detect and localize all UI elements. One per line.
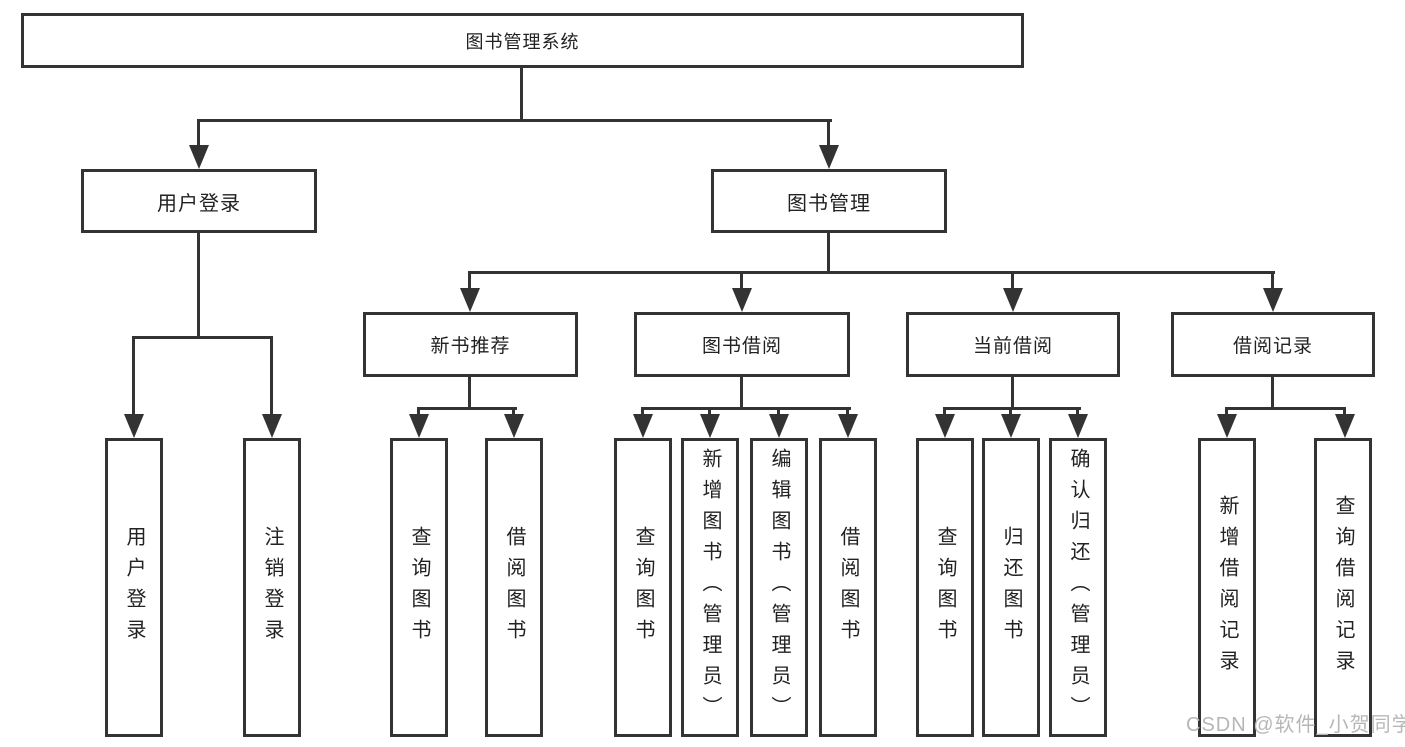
- connector-root-split: [197, 119, 832, 122]
- leaf-label: 借阅图书: [503, 525, 525, 650]
- arrowhead-leaf: [935, 414, 955, 438]
- connector-l2-stem: [1011, 377, 1014, 410]
- arrowhead-leaf: [1068, 414, 1088, 438]
- arrowhead-leaf: [504, 414, 524, 438]
- connector-to-l2-line: [740, 271, 743, 293]
- connector-l2-split: [641, 407, 851, 410]
- connector-to-leaf-line: [512, 407, 515, 419]
- connector-to-leaf-line: [943, 407, 946, 419]
- node-book-management: 图书管理: [711, 169, 947, 233]
- node-root-system: 图书管理系统: [21, 13, 1024, 68]
- arrowhead-user-login: [189, 145, 209, 169]
- connector-book-mgmt-split: [469, 271, 1275, 274]
- arrowhead-leaf: [1217, 414, 1237, 438]
- arrowhead-book-borrow: [732, 288, 752, 312]
- connector-user-login-split: [132, 336, 273, 339]
- node-label: 新书推荐: [430, 336, 511, 357]
- leaf-add-books-admin: 新增图书（管理员）: [681, 438, 739, 737]
- node-label: 图书管理: [787, 192, 871, 215]
- node-user-login: 用户登录: [81, 169, 317, 233]
- connector-to-leaf-line: [708, 407, 711, 419]
- connector-to-leaf-line: [1225, 407, 1228, 419]
- node-label: 当前借阅: [972, 336, 1053, 357]
- connector-l2-split: [943, 407, 1081, 410]
- leaf-label: 用户登录: [123, 525, 145, 650]
- leaf-query-books-recommend: 查询图书: [390, 438, 448, 737]
- connector-root-stem: [520, 68, 523, 122]
- leaf-return-books: 归还图书: [982, 438, 1040, 737]
- leaf-borrow-books: 借阅图书: [819, 438, 877, 737]
- leaf-label: 编辑图书（管理员）: [768, 448, 790, 727]
- leaf-label: 归还图书: [1000, 525, 1022, 650]
- arrowhead-leaf: [1001, 414, 1021, 438]
- arrowhead-book-mgmt: [819, 145, 839, 169]
- connector-to-leaf-line: [417, 407, 420, 419]
- arrowhead-borrow-records: [1263, 288, 1283, 312]
- leaf-label: 新增图书（管理员）: [699, 448, 721, 727]
- arrowhead-leaf-logout: [262, 414, 282, 438]
- arrowhead-leaf: [769, 414, 789, 438]
- leaf-label: 注销登录: [261, 525, 283, 650]
- node-new-book-recommend: 新书推荐: [363, 312, 578, 377]
- leaf-label: 新增借阅记录: [1216, 494, 1238, 681]
- connector-to-leaf-line: [270, 336, 273, 418]
- watermark-csdn: CSDN @软件_小贺同学: [1186, 714, 1405, 736]
- leaf-query-borrow-record: 查询借阅记录: [1314, 438, 1372, 737]
- arrowhead-new-book-recommend: [460, 288, 480, 312]
- connector-l2-stem: [468, 377, 471, 410]
- leaf-logout: 注销登录: [243, 438, 301, 737]
- connector-to-leaf-line: [1076, 407, 1079, 419]
- connector-to-l2-line: [468, 271, 471, 293]
- leaf-label: 借阅图书: [837, 525, 859, 650]
- arrowhead-leaf: [633, 414, 653, 438]
- connector-l2-split: [1225, 407, 1346, 410]
- connector-to-leaf-line: [132, 336, 135, 418]
- connector-to-l2-line: [1271, 271, 1274, 293]
- connector-l2-split: [417, 407, 517, 410]
- arrowhead-leaf: [409, 414, 429, 438]
- connector-l2-stem: [1271, 377, 1274, 410]
- connector-to-leaf-line: [777, 407, 780, 419]
- leaf-query-books-borrow: 查询图书: [614, 438, 672, 737]
- node-label: 借阅记录: [1232, 336, 1313, 357]
- connector-to-l2-line: [1011, 271, 1014, 293]
- connector-to-leaf-line: [1009, 407, 1012, 419]
- leaf-label: 确认归还（管理员）: [1067, 448, 1089, 727]
- connector-user-login-stem: [197, 233, 200, 339]
- connector-to-leaf-line: [846, 407, 849, 419]
- arrowhead-leaf: [838, 414, 858, 438]
- leaf-borrow-books-recommend: 借阅图书: [485, 438, 543, 737]
- connector-to-leaf-line: [641, 407, 644, 419]
- leaf-label: 查询借阅记录: [1332, 494, 1354, 681]
- arrowhead-leaf-user-login: [124, 414, 144, 438]
- node-borrow-records: 借阅记录: [1171, 312, 1375, 377]
- leaf-edit-books-admin: 编辑图书（管理员）: [750, 438, 808, 737]
- leaf-label: 查询图书: [632, 525, 654, 650]
- node-current-borrow: 当前借阅: [906, 312, 1120, 377]
- arrowhead-leaf: [700, 414, 720, 438]
- node-label: 用户登录: [157, 192, 241, 215]
- node-label: 图书管理系统: [465, 31, 580, 52]
- node-book-borrow: 图书借阅: [634, 312, 850, 377]
- leaf-label: 查询图书: [934, 525, 956, 650]
- arrowhead-leaf: [1335, 414, 1355, 438]
- connector-to-book-mgmt-line: [827, 119, 830, 149]
- leaf-user-login: 用户登录: [105, 438, 163, 737]
- arrowhead-current-borrow: [1003, 288, 1023, 312]
- node-label: 图书借阅: [701, 336, 782, 357]
- connector-to-user-login-line: [197, 119, 200, 149]
- leaf-confirm-return-admin: 确认归还（管理员）: [1049, 438, 1107, 737]
- leaf-add-borrow-record: 新增借阅记录: [1198, 438, 1256, 737]
- connector-l2-stem: [740, 377, 743, 410]
- connector-to-leaf-line: [1343, 407, 1346, 419]
- leaf-query-books-current: 查询图书: [916, 438, 974, 737]
- connector-book-mgmt-stem: [827, 233, 830, 274]
- leaf-label: 查询图书: [408, 525, 430, 650]
